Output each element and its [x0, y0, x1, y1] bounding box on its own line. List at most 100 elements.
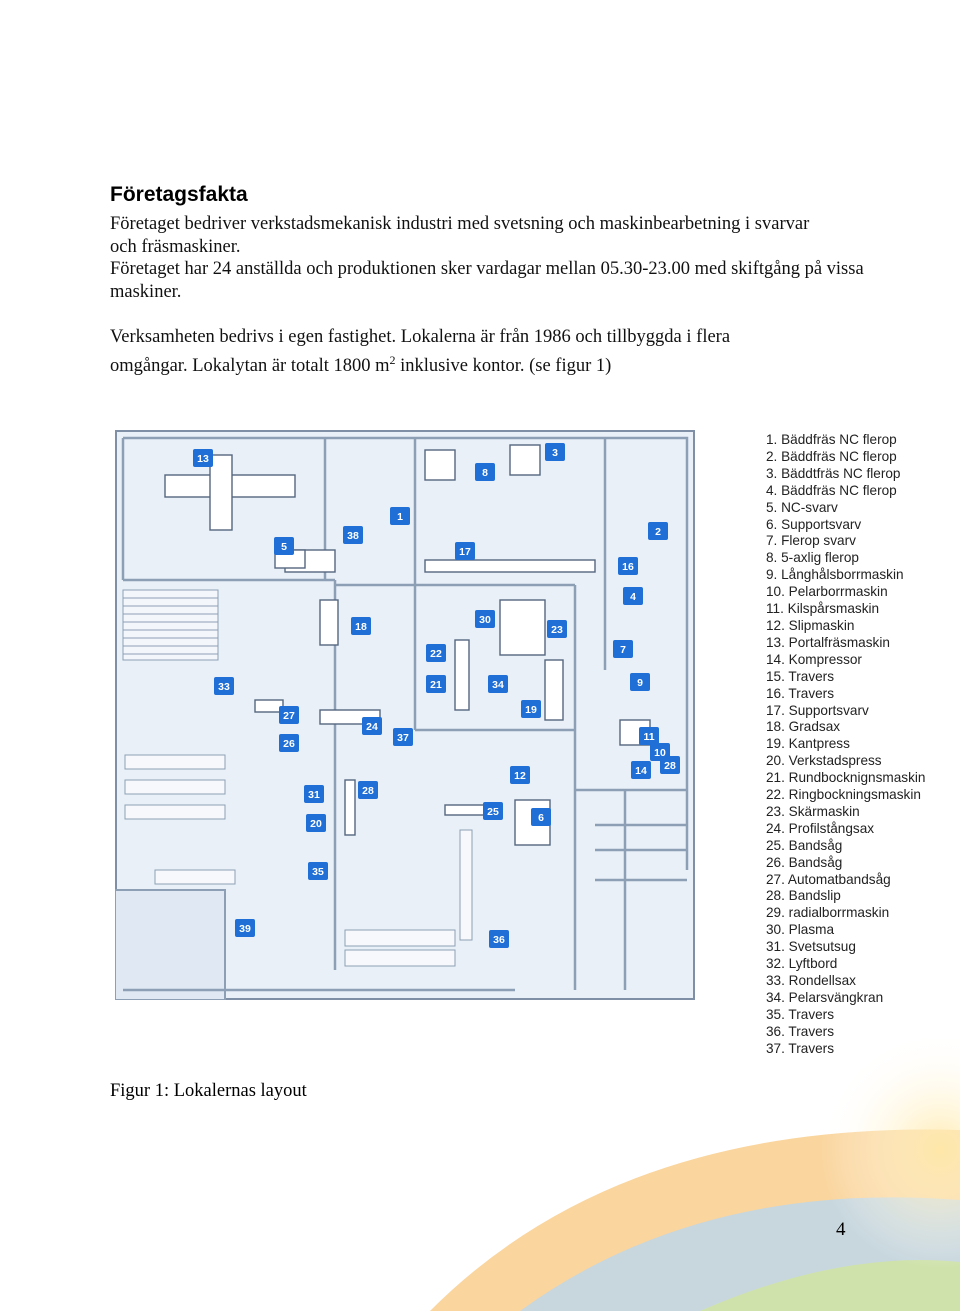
- legend-item: 35. Travers: [766, 1006, 834, 1022]
- legend-item: 36. Travers: [766, 1023, 834, 1039]
- legend-item: 10. Pelarborrmaskin: [766, 584, 888, 600]
- marker: 11: [639, 727, 659, 745]
- machine-block: [254, 699, 284, 713]
- floor-plan: 13 8 3 38 1 2 5 17 16 4 18 30 23 7 22 21…: [115, 430, 695, 1000]
- machine-block: [319, 599, 339, 646]
- plan-walls: [121, 436, 689, 992]
- staffing-paragraph: Företaget har 24 anställda och produktio…: [110, 259, 864, 302]
- rack: [124, 754, 226, 770]
- legend-item: 30. Plasma: [766, 922, 835, 938]
- marker-label: 35: [312, 866, 324, 878]
- marker: 8: [475, 463, 495, 481]
- marker-label: 7: [620, 644, 626, 656]
- marker: 16: [618, 557, 638, 575]
- marker-label: 2: [655, 526, 661, 538]
- page-number: 4: [836, 1219, 846, 1240]
- machine-block: [544, 659, 564, 721]
- marker-label: 14: [635, 765, 647, 777]
- marker: 36: [489, 930, 509, 948]
- legend-item: 18. Gradsax: [766, 719, 841, 735]
- decor-sun-glow: [820, 1030, 960, 1270]
- legend-item: 21. Rundbocknignsmaskin: [766, 770, 926, 786]
- stairs: [122, 589, 219, 661]
- marker: 25: [483, 802, 503, 820]
- stair-steps: [123, 597, 218, 655]
- legend-item: 32. Lyftbord: [766, 956, 838, 972]
- marker-label: 13: [197, 453, 209, 465]
- marker: 13: [193, 449, 213, 467]
- marker-label: 20: [310, 818, 322, 830]
- machine-block: [509, 444, 541, 476]
- marker: 7: [613, 640, 633, 658]
- marker-label: 16: [622, 561, 634, 573]
- legend-item: 9. Långhålsborrmaskin: [766, 567, 904, 583]
- marker-label: 21: [430, 679, 442, 691]
- marker-label: 1: [397, 511, 403, 523]
- marker: 37: [393, 728, 413, 746]
- legend-item: 16. Travers: [766, 685, 834, 701]
- marker-label: 26: [283, 738, 295, 750]
- marker-label: 23: [551, 624, 563, 636]
- marker-label: 5: [281, 541, 287, 553]
- machine-block: [424, 449, 456, 481]
- legend-item: 25. Bandsåg: [766, 837, 843, 853]
- marker-label: 18: [355, 621, 367, 633]
- marker: 22: [426, 644, 446, 662]
- marker-label: 36: [493, 934, 505, 946]
- marker: 23: [547, 620, 567, 638]
- legend-item: 34. Pelarsvängkran: [766, 989, 884, 1005]
- legend-item: 26. Bandsåg: [766, 854, 843, 870]
- legend-item: 8. 5-axlig flerop: [766, 550, 859, 566]
- decor-green-swoosh: [700, 1260, 960, 1311]
- legend-item: 15. Travers: [766, 668, 834, 684]
- marker-label: 30: [479, 614, 491, 626]
- marker: 3: [545, 443, 565, 461]
- legend-item: 13. Portalfräsmaskin: [766, 634, 890, 650]
- marker: 31: [304, 785, 324, 803]
- marker: 35: [308, 862, 328, 880]
- marker-label: 4: [630, 591, 636, 603]
- marker: 18: [351, 617, 371, 635]
- marker: 34: [488, 675, 508, 693]
- rack: [124, 804, 226, 820]
- marker-label: 17: [459, 546, 471, 558]
- legend-item: 1. Bäddfräs NC flerop: [766, 432, 897, 447]
- marker-label: 37: [397, 732, 409, 744]
- machines: [164, 444, 651, 846]
- marker-label: 24: [366, 721, 378, 733]
- legend-item: 14. Kompressor: [766, 651, 862, 667]
- premises-text: Verksamheten bedrivs i egen fastighet. L…: [110, 327, 731, 376]
- rack: [344, 949, 456, 967]
- marker-label: 3: [552, 447, 558, 459]
- marker: 14: [631, 761, 651, 779]
- marker-label: 39: [239, 923, 251, 935]
- marker-label: 19: [525, 704, 537, 716]
- page-heading: Företagsfakta: [110, 183, 248, 206]
- premises-paragraph: Verksamheten bedrivs i egen fastighet. L…: [110, 326, 810, 377]
- machine-block: [344, 779, 356, 836]
- legend-item: 24. Profilstångsax: [766, 820, 875, 836]
- stairs-outline: [122, 589, 219, 661]
- marker: 24: [362, 717, 382, 735]
- machine-block: [499, 599, 546, 656]
- premises-text-end: inklusive kontor. (se figur 1): [395, 355, 612, 376]
- marker: 27: [279, 706, 299, 724]
- marker-label: 31: [308, 789, 320, 801]
- marker: 5: [274, 537, 294, 555]
- marker: 26: [279, 734, 299, 752]
- machine-block: [454, 639, 470, 711]
- marker: 33: [214, 677, 234, 695]
- rack: [154, 869, 236, 885]
- rack: [124, 779, 226, 795]
- marker: 20: [306, 814, 326, 832]
- legend-item: 31. Svetsutsug: [766, 939, 856, 955]
- legend-item: 22. Ringbockningsmaskin: [766, 787, 921, 803]
- marker-label: 10: [654, 747, 666, 759]
- legend-item: 28. Bandslip: [766, 888, 841, 904]
- marker: 12: [510, 766, 530, 784]
- marker-label: 9: [637, 677, 643, 689]
- marker: 4: [623, 587, 643, 605]
- marker-label: 8: [482, 467, 488, 479]
- marker: 38: [343, 526, 363, 544]
- marker-label: 12: [514, 770, 526, 782]
